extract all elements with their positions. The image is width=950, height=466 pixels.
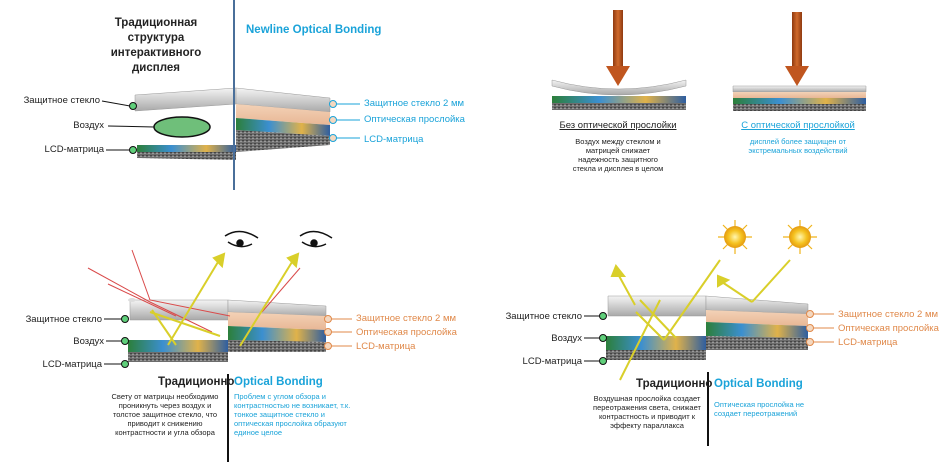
top-right-without-layer-stack <box>551 79 687 110</box>
with-layer-title: С оптической прослойкой <box>741 120 855 131</box>
bottom-right-right-connectors <box>806 310 834 346</box>
bottom-left-light-rays <box>149 252 300 347</box>
optical-bonding-title: Optical Bonding <box>714 378 803 390</box>
with-layer-desc: дисплей более защищен от экстремальных в… <box>748 137 848 155</box>
label-air: Воздух <box>73 120 104 131</box>
label-lcd-right: LCD-матрица <box>364 134 424 145</box>
eye-icon <box>224 230 259 248</box>
label-lcd-right: LCD-матрица <box>838 337 898 348</box>
label-lcd: LCD-матрица <box>42 359 102 370</box>
label-optical-layer: Оптическая прослойка <box>838 323 939 334</box>
bottom-right-bonded-stack <box>705 295 809 350</box>
label-glass-2mm: Защитное стекло 2 мм <box>364 98 465 109</box>
label-lcd: LCD-матрица <box>44 144 104 155</box>
without-layer-desc: Воздух между стеклом и матрицей снижает … <box>572 137 664 173</box>
optical-bonding-desc: Оптическая прослойка не создает переотра… <box>714 400 805 418</box>
label-optical-layer: Оптическая прослойка <box>356 327 457 338</box>
label-glass: Защитное стекло <box>23 95 100 106</box>
optical-bonding-title: Optical Bonding <box>234 376 323 388</box>
label-air: Воздух <box>73 336 104 347</box>
traditional-title: Традиционно <box>158 376 235 388</box>
top-left-left-connectors <box>101 100 155 154</box>
traditional-desc: Свету от матрицы необходимо проникнуть ч… <box>111 392 219 437</box>
top-left-title: Традиционная структура интерактивного ди… <box>110 17 202 74</box>
pressure-arrow-icon <box>606 10 630 86</box>
traditional-desc: Воздушная прослойка создает переотражени… <box>593 394 701 430</box>
label-glass: Защитное стекло <box>505 311 582 322</box>
top-left-right-connectors <box>329 100 360 142</box>
top-right-with-layer-stack <box>732 85 867 111</box>
top-left-title-optical: Newline Optical Bonding <box>246 24 382 36</box>
bottom-right-light-rays <box>610 259 791 381</box>
label-glass: Защитное стекло <box>25 314 102 325</box>
without-layer-title: Без оптической прослойки <box>559 120 677 131</box>
label-glass-2mm: Защитное стекло 2 мм <box>838 309 939 320</box>
traditional-title: Традиционно <box>636 378 713 390</box>
label-lcd: LCD-матрица <box>522 356 582 367</box>
sun-icon <box>718 220 752 254</box>
label-air: Воздух <box>551 333 582 344</box>
sun-icon <box>783 220 817 254</box>
bottom-left-left-connectors <box>104 315 129 368</box>
bottom-left-red-rays <box>87 249 301 333</box>
eye-icon <box>299 230 333 248</box>
label-optical-layer: Оптическая прослойка <box>364 114 465 125</box>
label-lcd-right: LCD-матрица <box>356 341 416 352</box>
bottom-right-traditional-stack <box>606 295 707 360</box>
top-left-bonded-stack <box>235 87 331 152</box>
optical-bonding-desc: Проблем с углом обзора и контрастностью … <box>234 392 351 437</box>
bottom-left-bonded-stack <box>227 299 327 352</box>
bottom-left-right-connectors <box>324 315 352 350</box>
pressure-arrow-icon <box>785 12 809 86</box>
bottom-right-left-connectors <box>584 312 607 365</box>
top-left-traditional-stack <box>134 87 237 160</box>
label-glass-2mm: Защитное стекло 2 мм <box>356 313 457 324</box>
